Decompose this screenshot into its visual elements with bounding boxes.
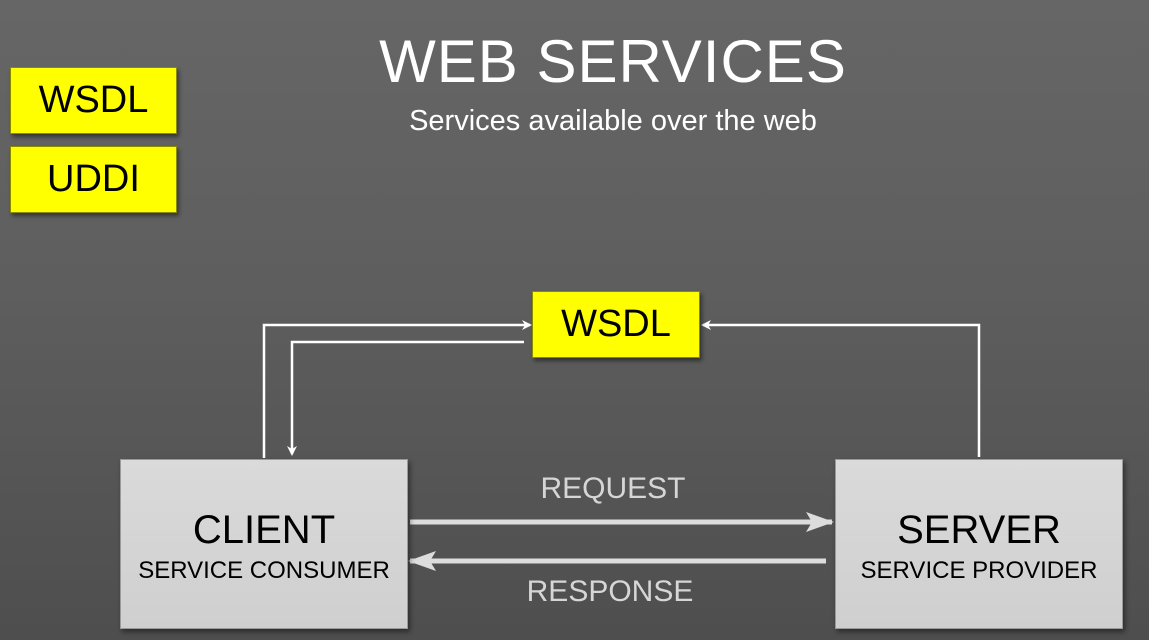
server-subtitle: SERVICE PROVIDER [860, 557, 1098, 584]
wsdl-node: WSDL [532, 291, 700, 358]
request-label: REQUEST [540, 472, 686, 505]
server-title: SERVER [897, 508, 1061, 552]
legend-wsdl-box: WSDL [10, 67, 177, 134]
client-node: CLIENT SERVICE CONSUMER [120, 459, 408, 629]
wsdl-to-client-arrow [287, 340, 524, 456]
server-node: SERVER SERVICE PROVIDER [835, 459, 1123, 629]
client-title: CLIENT [192, 508, 336, 552]
server-to-wsdl-arrow [701, 320, 981, 457]
slide-subtitle: Services available over the web [409, 105, 817, 137]
response-label: RESPONSE [526, 575, 694, 608]
client-to-wsdl-arrow [262, 320, 532, 458]
client-subtitle: SERVICE CONSUMER [138, 557, 390, 584]
slide-title: WEB SERVICES [379, 28, 847, 95]
legend-uddi-box: UDDI [10, 146, 177, 213]
